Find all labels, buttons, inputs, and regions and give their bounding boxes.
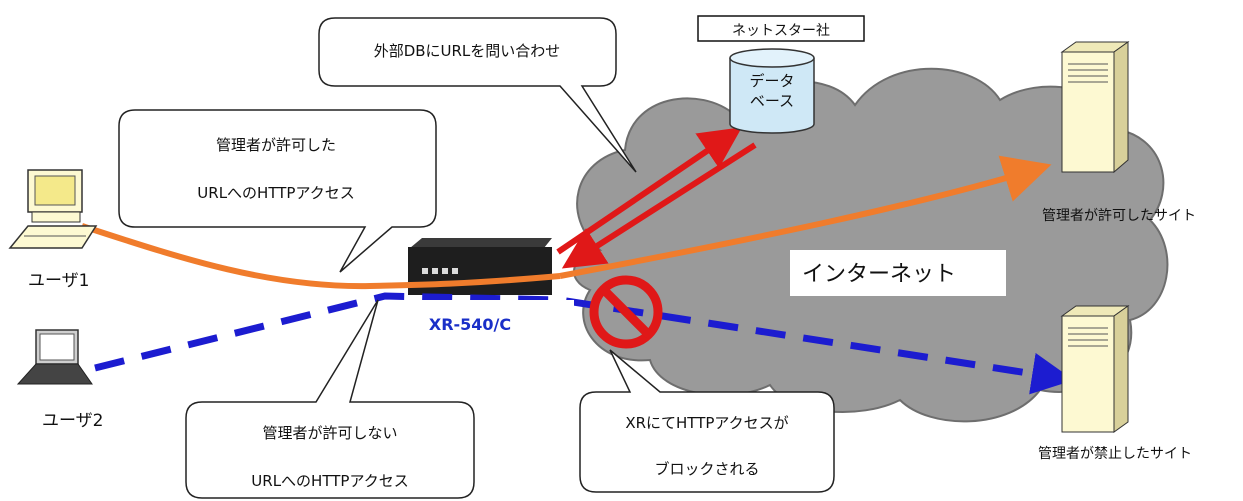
callout-blocked-line1: XRにてHTTPアクセスが [625, 414, 788, 432]
internet-label: インターネット [802, 262, 956, 287]
allowed-access-path-user [81, 223, 561, 290]
database-label-line1: データ [749, 72, 794, 90]
allowed-site-label: 管理者が許可したサイト [1042, 208, 1196, 224]
blocked-site-label: 管理者が禁止したサイト [1038, 446, 1192, 462]
db-response-arrow [561, 142, 757, 269]
callout-denied-line2: URLへのHTTPアクセス [251, 472, 408, 490]
callout-query-db-text: 外部DBにURLを問い合わせ [374, 42, 561, 60]
callout-denied-line1: 管理者が許可しない [262, 424, 397, 442]
denied-access-path [94, 292, 1074, 395]
prohibited-icon [589, 275, 663, 349]
callout-allowed-access: 管理者が許可した URLへのHTTPアクセス [118, 109, 437, 273]
database-icon: データ ベース [729, 48, 815, 134]
user1-desktop-icon [8, 169, 98, 249]
db-provider-label: ネットスター社 [732, 23, 830, 39]
router-label-box [406, 300, 574, 338]
database-label-line2: ベース [750, 92, 794, 110]
allowed-site-server-icon [1060, 41, 1130, 174]
blocked-site-server-icon [1060, 305, 1130, 433]
router-model-label: XR-540/C [429, 315, 511, 334]
db-provider-box [697, 15, 865, 42]
allowed-access-path-internet [559, 155, 1052, 279]
user2-laptop-icon [16, 329, 93, 385]
callout-blocked-line2: ブロックされる [654, 460, 759, 478]
internet-label-box [790, 250, 1006, 296]
callout-allowed-line2: URLへのHTTPアクセス [197, 184, 354, 202]
callout-denied-access: 管理者が許可しない URLへのHTTPアクセス [185, 299, 475, 499]
callout-blocked: XRにてHTTPアクセスが ブロックされる [579, 349, 835, 493]
user2-label: ユーザ2 [42, 411, 103, 431]
user1-label: ユーザ1 [28, 271, 89, 291]
callout-query-db: 外部DBにURLを問い合わせ [318, 17, 637, 173]
callout-allowed-line1: 管理者が許可した [216, 136, 336, 154]
